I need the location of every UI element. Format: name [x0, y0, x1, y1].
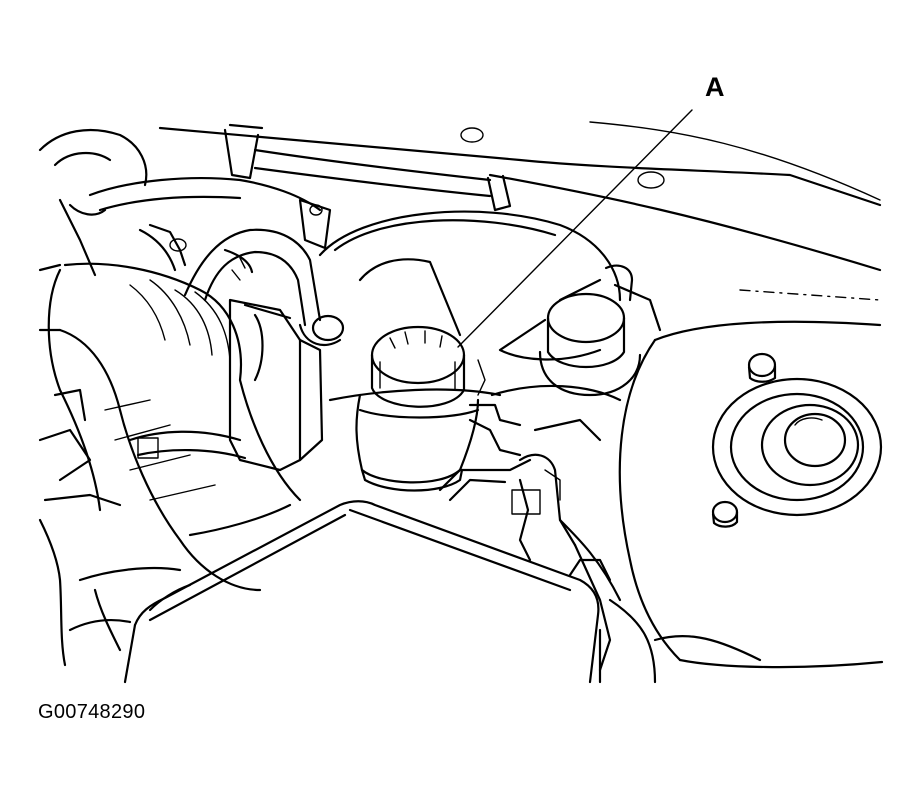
air-intake-hose [38, 262, 302, 592]
strut-tower [618, 320, 884, 669]
lower-engine-components [38, 388, 292, 667]
lower-right-components [568, 558, 762, 684]
callout-leader-line [457, 109, 693, 348]
brake-lines [438, 403, 622, 672]
wiring-harness-upper [38, 123, 332, 277]
relay-box [228, 298, 324, 472]
heater-hose [183, 228, 345, 347]
callout-label-a: A [705, 72, 725, 102]
brake-fluid-reservoir [355, 325, 486, 492]
secondary-reservoir [538, 264, 662, 397]
cowl-panel [158, 121, 882, 301]
air-cleaner-housing [123, 500, 600, 684]
figure-id: G00748290 [38, 701, 146, 723]
